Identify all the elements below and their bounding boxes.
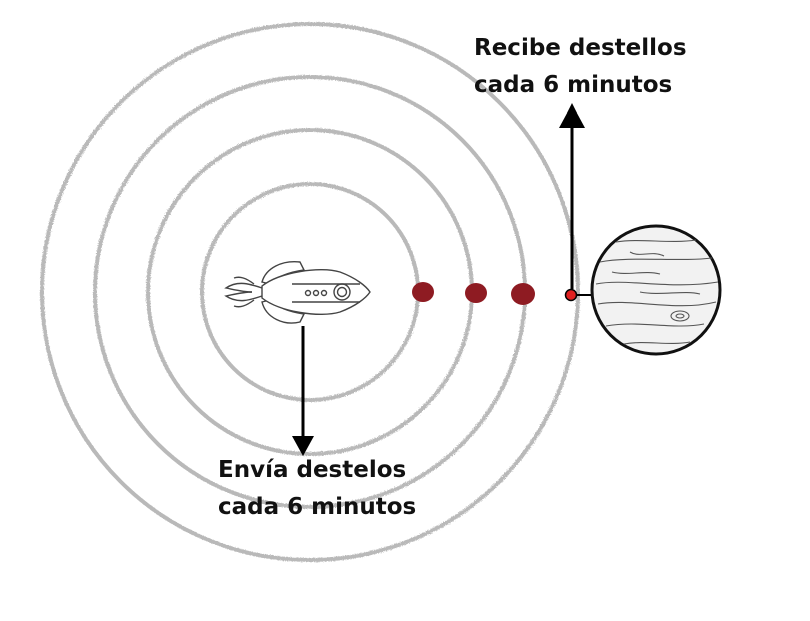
flash-dot-1: [412, 282, 434, 302]
send-label: Envía destelos cada 6 minutos: [218, 452, 416, 526]
send-arrowhead: [292, 436, 314, 456]
flash-dots: [412, 282, 535, 305]
flash-dot-3: [511, 283, 535, 305]
receive-label: Recibe destellos cada 6 minutos: [474, 30, 687, 104]
receive-label-line-1: Recibe destellos: [474, 35, 687, 61]
signal-ring-4: [40, 22, 580, 562]
receive-arrowhead: [559, 104, 585, 128]
receive-label-line-2: cada 6 minutos: [474, 72, 673, 98]
receiver-dot: [564, 288, 578, 302]
planet-icon: [590, 224, 722, 356]
rocket-icon: [224, 261, 371, 324]
send-label-line-2: cada 6 minutos: [218, 494, 417, 520]
flash-dot-2: [465, 283, 487, 303]
send-label-line-1: Envía destelos: [218, 457, 407, 483]
